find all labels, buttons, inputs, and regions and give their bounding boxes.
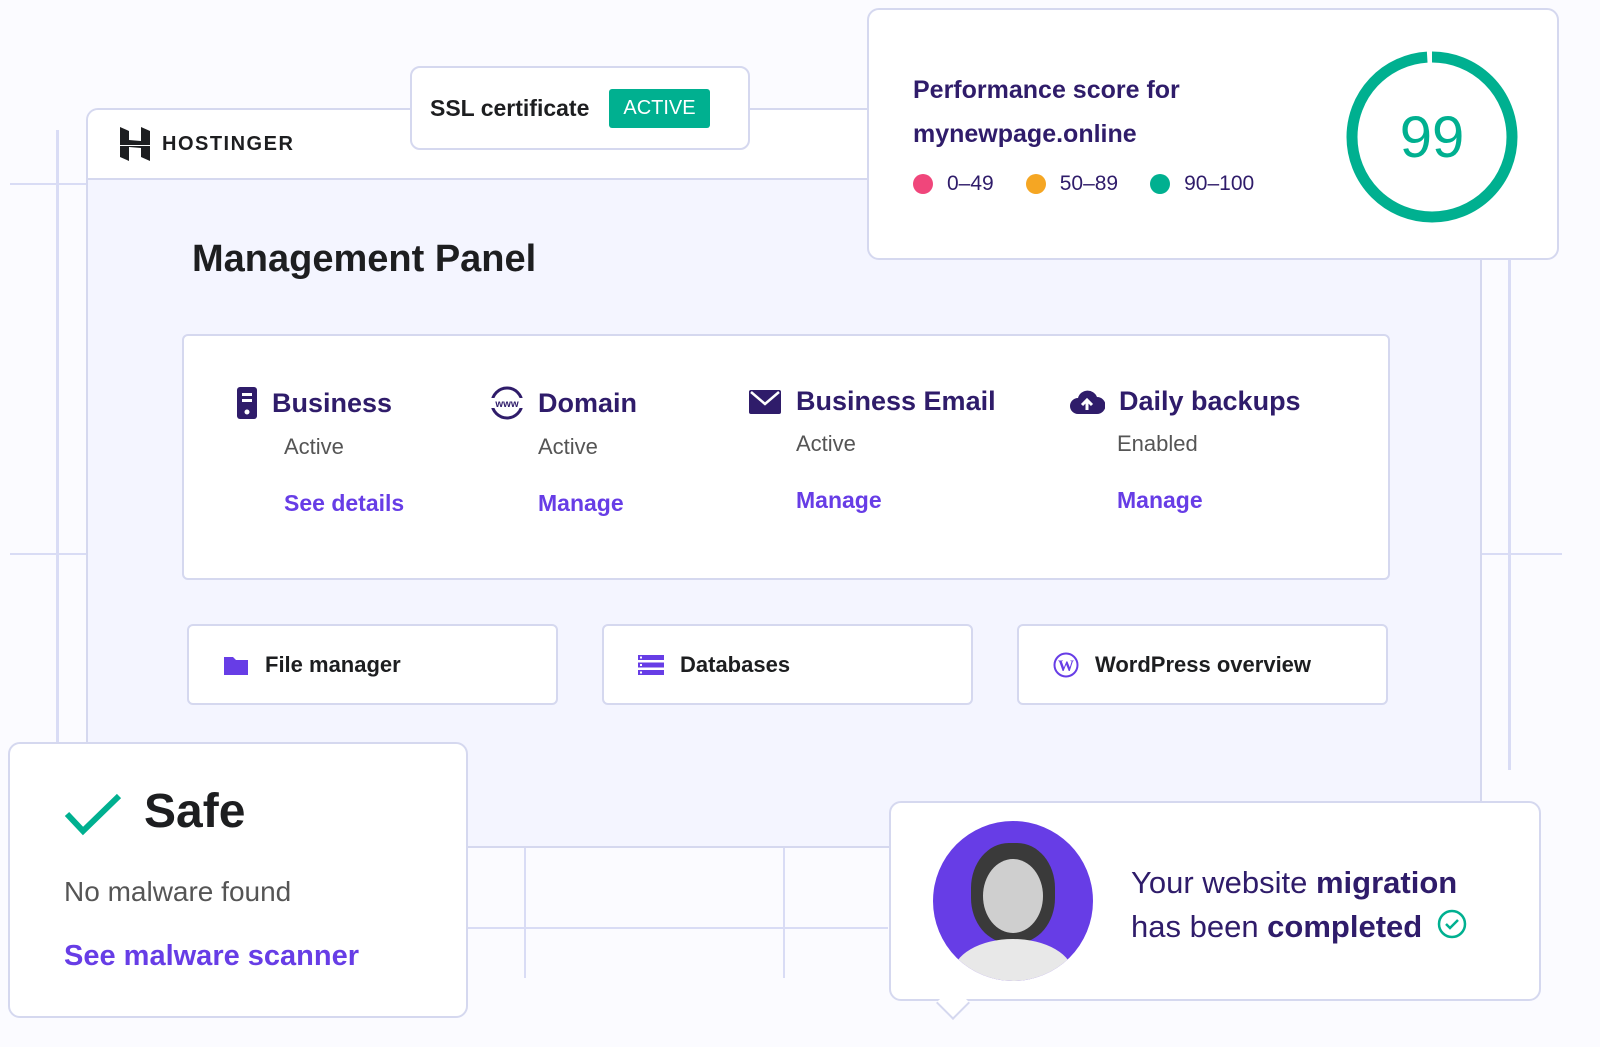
grid-line	[56, 130, 59, 750]
service-status: Active	[796, 431, 856, 456]
service-status: Enabled	[1117, 431, 1198, 456]
wordpress-icon: W	[1053, 652, 1079, 677]
service-domain: www Domain Active Manage	[490, 386, 637, 517]
services-card: Business Active See details www Domain Ac…	[182, 334, 1390, 580]
security-status: Safe	[144, 785, 246, 838]
ssl-card: SSL certificate ACTIVE	[410, 66, 750, 150]
grid-line	[524, 848, 526, 978]
service-name: Business Email	[796, 386, 996, 416]
hostinger-logo-icon	[120, 127, 150, 161]
score-value: 99	[1400, 105, 1465, 170]
service-status: Active	[538, 434, 598, 459]
see-details-link[interactable]: See details	[284, 490, 405, 516]
legend-item: 50–89	[1025, 172, 1118, 196]
service-name: Domain	[538, 387, 638, 418]
malware-scanner-link[interactable]: See malware scanner	[64, 940, 360, 972]
manage-domain-link[interactable]: Manage	[538, 490, 624, 516]
folder-icon	[224, 656, 248, 675]
migration-card: Your website migration has been complete…	[889, 801, 1541, 1020]
performance-card: Performance score for mynewpage.online 0…	[867, 8, 1559, 260]
avatar	[933, 821, 1093, 981]
score-gauge: 99	[1346, 51, 1518, 223]
www-globe-icon: www	[490, 386, 524, 420]
legend-item: 90–100	[1150, 172, 1254, 196]
databases-button[interactable]: Databases	[602, 624, 973, 705]
check-circle-icon	[1437, 909, 1467, 939]
cloud-upload-icon	[1070, 390, 1105, 414]
manage-email-link[interactable]: Manage	[796, 487, 882, 513]
tool-label: File manager	[265, 651, 401, 677]
database-icon	[638, 654, 664, 675]
security-message: No malware found	[64, 876, 292, 907]
performance-title: Performance score for	[913, 76, 1180, 104]
grid-line	[468, 927, 888, 929]
service-name: Business	[272, 387, 393, 418]
tool-label: WordPress overview	[1095, 651, 1312, 677]
malware-card: Safe No malware found See malware scanne…	[8, 742, 468, 1018]
speech-tail	[936, 986, 970, 1020]
service-business: Business Active See details	[236, 386, 404, 517]
manage-backups-link[interactable]: Manage	[1117, 487, 1203, 513]
service-name: Daily backups	[1119, 386, 1301, 416]
grid-line	[1508, 260, 1511, 770]
service-email: Business Email Active Manage	[748, 386, 996, 514]
grid-line	[10, 553, 90, 555]
grid-line	[1482, 553, 1562, 555]
score-legend: 0–49 50–89 90–100	[913, 172, 1254, 196]
wordpress-overview-button[interactable]: W WordPress overview	[1017, 624, 1388, 705]
page-title: Management Panel	[192, 238, 537, 280]
legend-item: 0–49	[913, 172, 994, 196]
brand-name: HOSTINGER	[162, 132, 295, 155]
server-icon	[237, 387, 257, 419]
svg-text:W: W	[1058, 658, 1074, 675]
svg-text:www: www	[494, 399, 519, 410]
service-status: Active	[284, 434, 344, 459]
file-manager-button[interactable]: File manager	[187, 624, 558, 705]
grid-line	[10, 183, 90, 185]
tool-label: Databases	[680, 651, 791, 677]
service-backups: Daily backups Enabled Manage	[1069, 386, 1301, 514]
checkmark-icon	[64, 793, 122, 836]
migration-message: Your website migration has been complete…	[1131, 861, 1467, 949]
performance-domain: mynewpage.online	[913, 120, 1137, 148]
ssl-status-badge: ACTIVE	[609, 88, 710, 128]
ssl-label: SSL certificate	[430, 94, 590, 121]
grid-line	[783, 848, 785, 978]
envelope-icon	[749, 389, 781, 414]
